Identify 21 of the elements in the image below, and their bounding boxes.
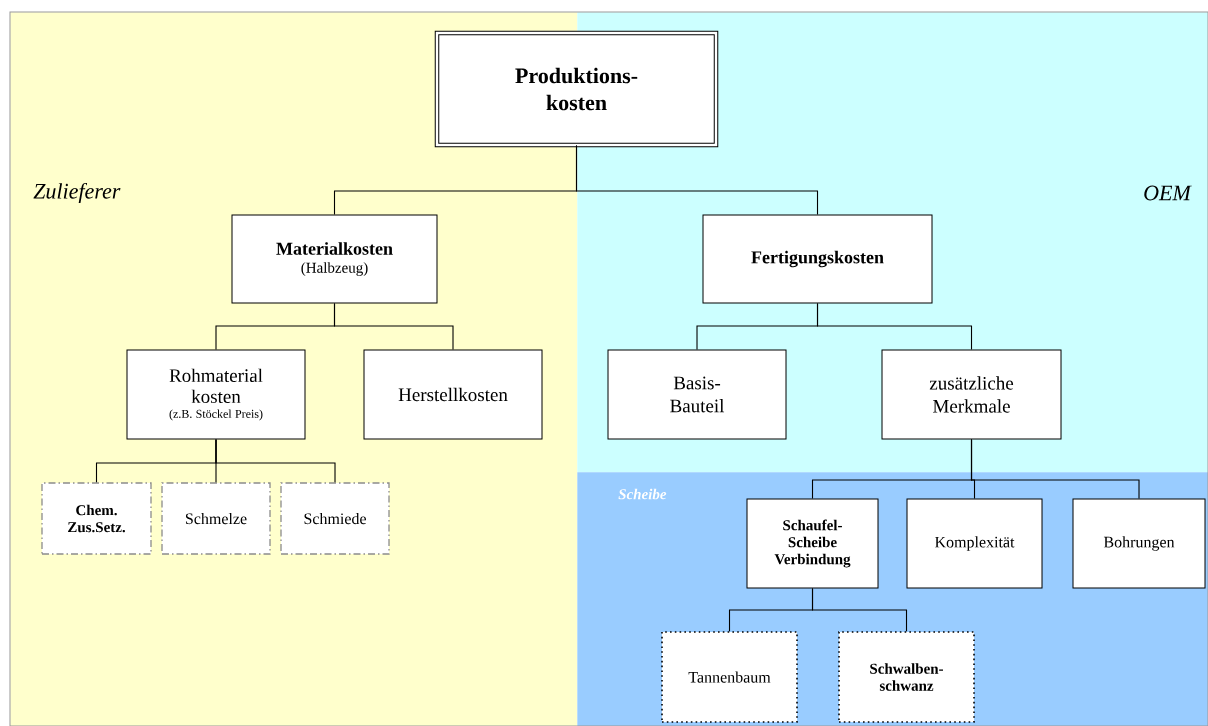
connector-line [811, 587, 908, 632]
connector-line [575, 144, 819, 216]
connector-line [215, 438, 336, 483]
text-box: Bohrungen [1072, 498, 1206, 589]
connector-line [816, 302, 973, 351]
text-box: Materialkosten (Halbzeug) [231, 214, 438, 304]
connector-line [333, 302, 454, 351]
text-box: Schwalben- schwanz [838, 631, 975, 723]
text-box: Herstellkosten [363, 349, 543, 440]
text-box: Schmiede [280, 482, 390, 555]
text-box: Produktions- kosten [434, 30, 719, 148]
text-box: Rohmaterial kosten (z.B. Stöckel Preis) [126, 349, 306, 440]
text-box: Chem. Zus.Setz. [41, 482, 152, 555]
text-box: Fertigungskosten [702, 214, 933, 304]
text-box: Schmelze [161, 482, 271, 555]
text-box: Komplexität [906, 498, 1043, 589]
text-box: zusätzliche Merkmale [881, 349, 1062, 440]
connector-line [970, 438, 1140, 500]
text-box: Basis- Bauteil [607, 349, 787, 440]
text-box: Schaufel- Scheibe Verbindung [746, 498, 879, 589]
text-box: Tannenbaum [661, 631, 798, 723]
